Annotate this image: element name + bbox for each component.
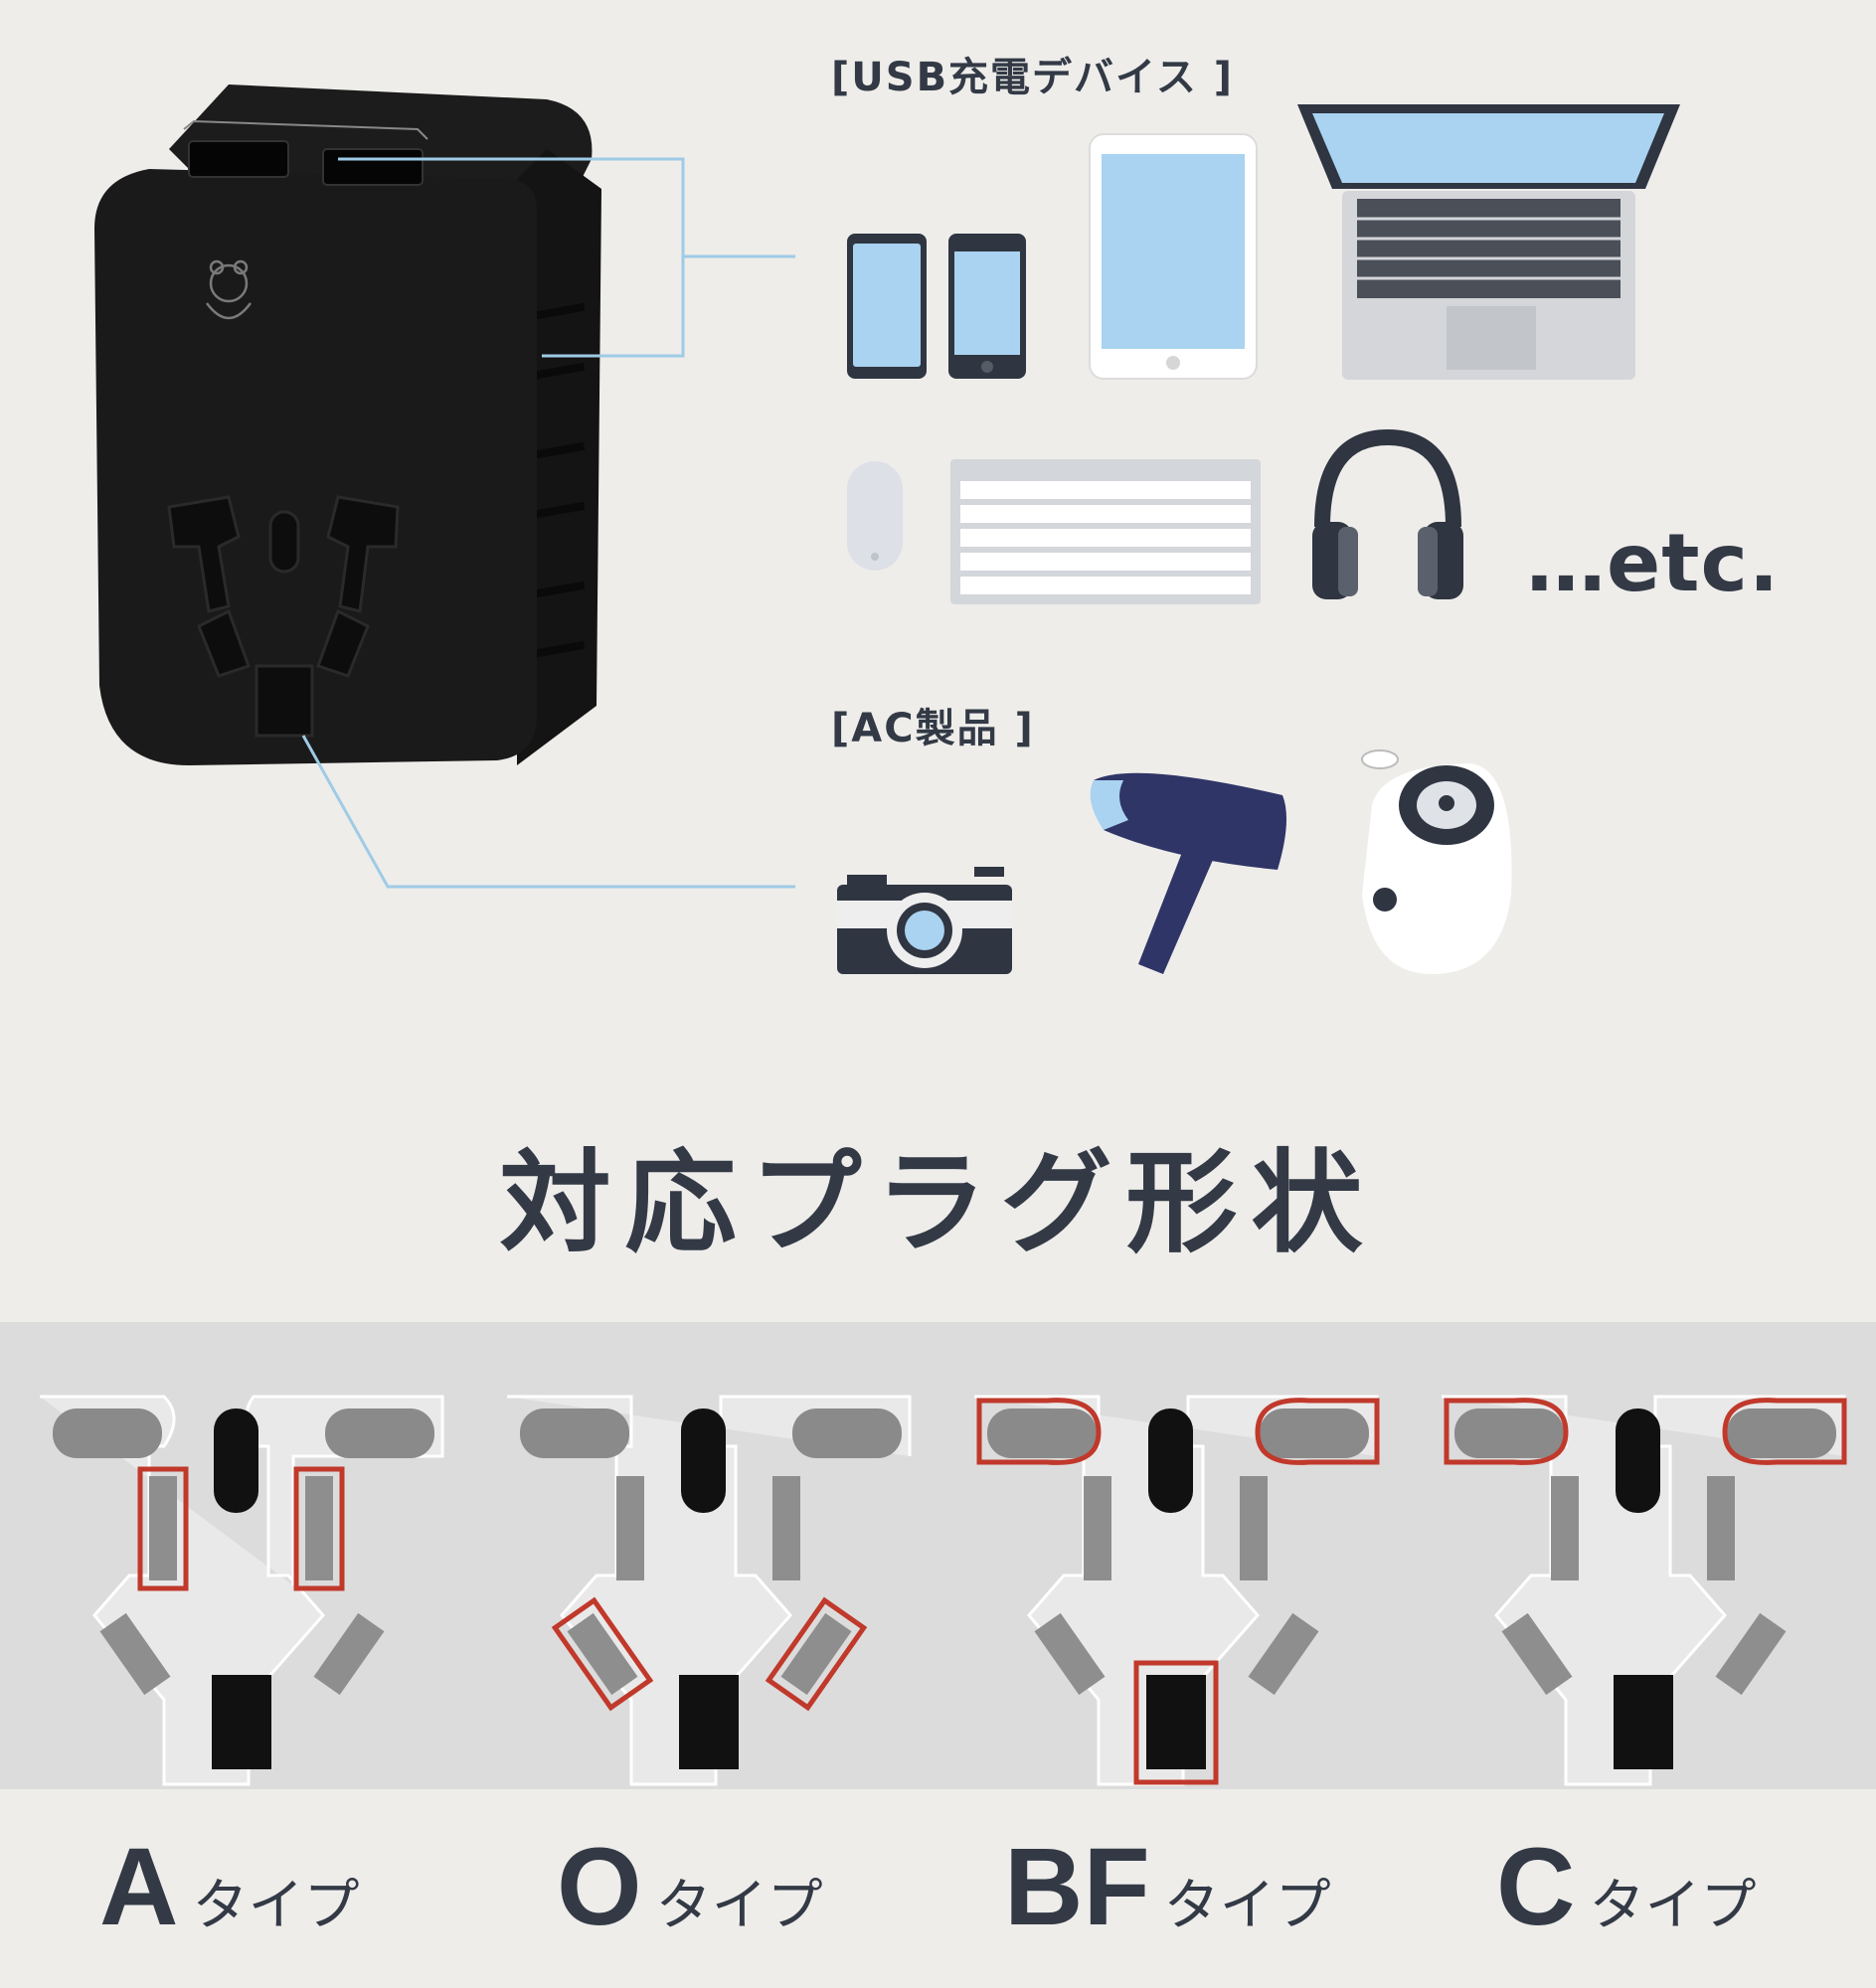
smartphone-icon [847,234,927,379]
plug-diagram-o [507,1395,912,1786]
tablet-icon [1089,133,1258,380]
etc-label: …etc. [1526,517,1781,609]
ac-section-label: [AC製品 ] [831,706,1035,751]
type-suffix: タイプ [192,1874,360,1938]
usb-section-label: [USB充電デバイス ] [831,55,1235,100]
type-label-o: O タイプ [557,1824,823,1948]
type-label-a: A タイプ [99,1824,360,1948]
type-suffix: タイプ [1589,1874,1757,1938]
plug-section-title: 対応プラグ形状 [499,1139,1377,1268]
humidifier-icon [1361,749,1512,974]
hair-dryer-icon [1090,772,1286,974]
smartphone-icon [948,234,1026,379]
type-letter: BF [1004,1826,1150,1948]
mouse-icon [847,461,903,571]
headphones-icon [1312,428,1463,599]
type-letter: C [1496,1826,1576,1948]
plug-diagram-a [40,1395,444,1786]
laptop-icon [1297,104,1680,380]
connector-lines [301,157,795,889]
type-suffix: タイプ [655,1874,823,1938]
keyboard-icon [950,459,1261,604]
type-label-c: C タイプ [1496,1824,1757,1948]
type-letter: A [99,1826,179,1948]
plug-diagram-bf [974,1395,1380,1786]
type-suffix: タイプ [1163,1874,1331,1938]
type-letter: O [557,1826,642,1948]
type-label-bf: BF タイプ [1004,1824,1331,1948]
plug-diagram-c [1442,1395,1847,1786]
travel-adapter-image [94,84,601,765]
camera-icon [837,867,1012,974]
